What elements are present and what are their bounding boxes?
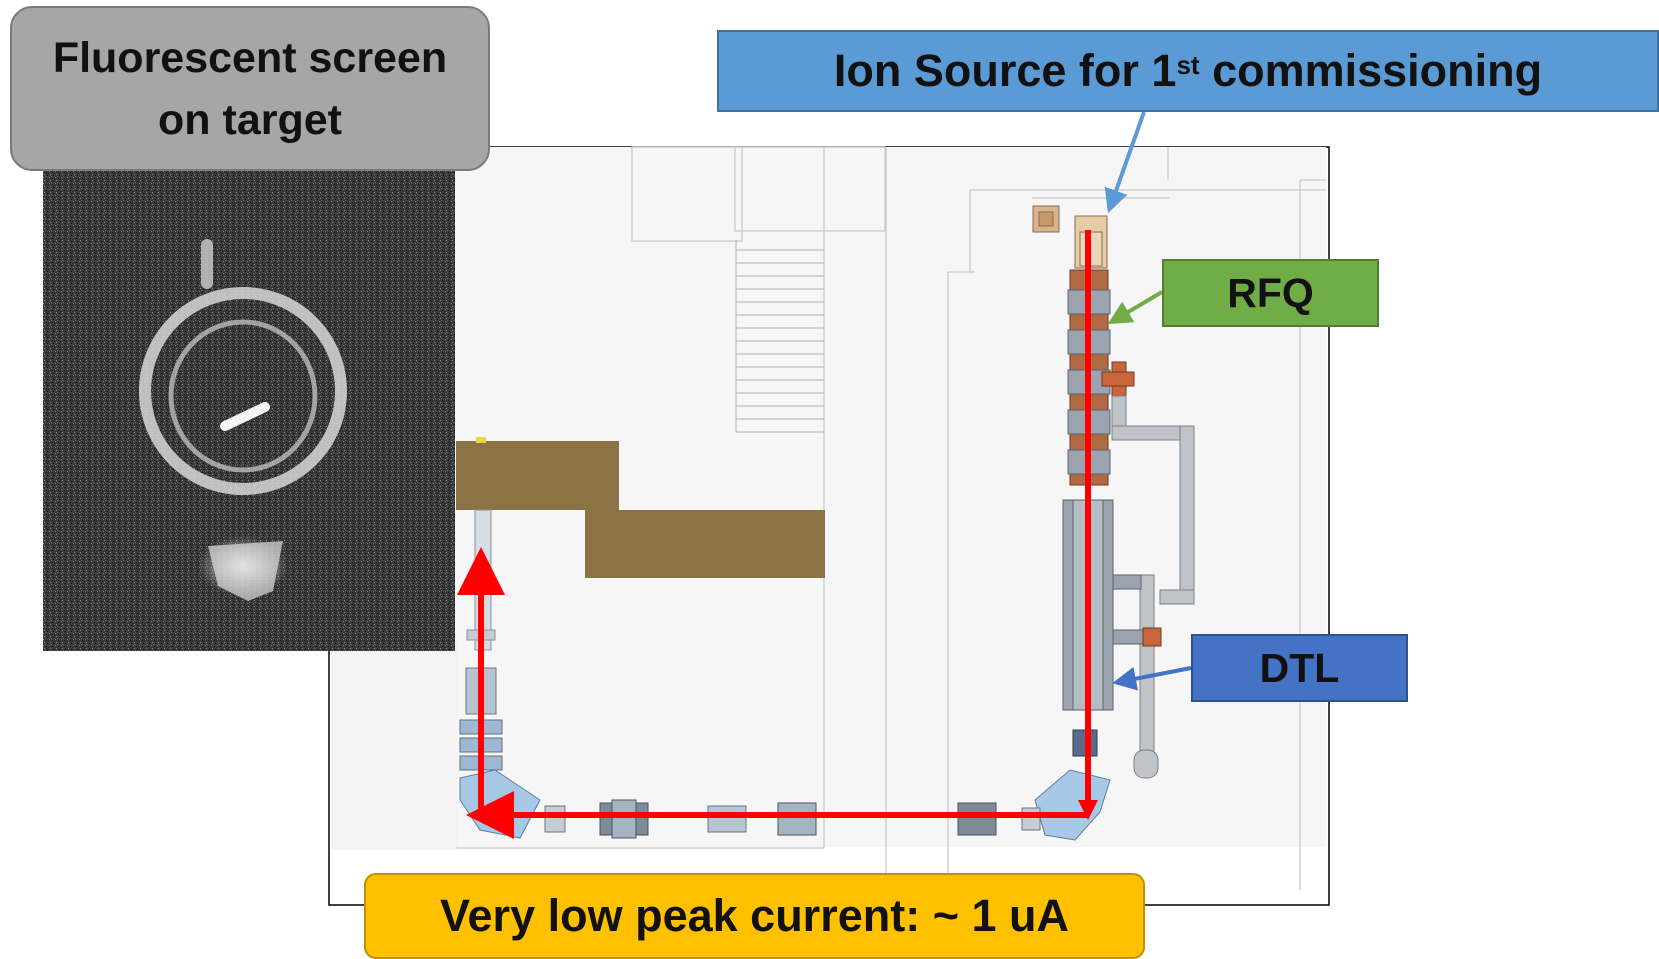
beam-spot (220, 402, 270, 431)
stairs (735, 240, 824, 433)
shielding-block (456, 441, 825, 578)
fluorescent-label-line1: Fluorescent screen (52, 33, 448, 82)
rfq-pointer (1107, 290, 1164, 325)
beam-arrow-head-down (1078, 800, 1098, 820)
ion-source-label-sup: st (1176, 49, 1200, 80)
fluorescent-label-line2: on target (158, 95, 342, 144)
ion-source-pointer (1104, 111, 1146, 214)
dtl-label-text: DTL (1259, 644, 1340, 691)
transport-line-components (544, 799, 1041, 839)
screen-inner-ring (168, 319, 318, 473)
peak-current-text: Very low peak current: ~ 1 uA (440, 890, 1069, 941)
building-outlines (456, 146, 1326, 905)
screen-outer-ring (139, 287, 347, 495)
rfq-label-text: RFQ (1227, 269, 1314, 316)
ion-source-label-prefix: Ion Source for 1 (833, 45, 1177, 96)
screen-top-post (201, 239, 213, 289)
fluorescent-screen-label: Fluorescent screen on target (10, 6, 490, 171)
fluorescent-screen-photo (43, 171, 455, 651)
rfq-label: RFQ (1162, 259, 1379, 327)
beam-path (457, 230, 1091, 839)
dtl-pointer (1112, 666, 1192, 691)
dtl-label: DTL (1191, 634, 1408, 702)
right-bending-magnet (1034, 769, 1111, 841)
peak-current-label: Very low peak current: ~ 1 uA (364, 873, 1145, 959)
rf-waveguide (1111, 395, 1195, 779)
ion-source-label-suffix: commissioning (1199, 45, 1543, 96)
